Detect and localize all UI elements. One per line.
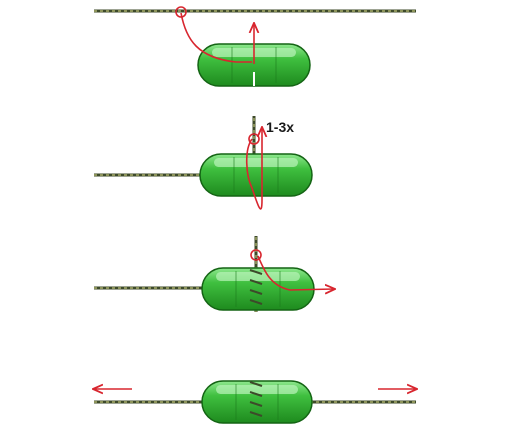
- step-4: [94, 380, 416, 424]
- knot-circle-2: [248, 133, 260, 145]
- bead-3: [201, 267, 315, 311]
- thread-path-2: [245, 128, 262, 210]
- repeat-count-label: 1-3x: [266, 119, 294, 135]
- wrap-coils-3: [249, 269, 263, 305]
- thread-path-3: [257, 255, 334, 290]
- thread-path-1: [180, 12, 252, 63]
- knot-circle-3: [250, 249, 262, 261]
- step-1: [94, 6, 416, 87]
- bead-4: [201, 380, 313, 424]
- step-3: [94, 236, 334, 312]
- bead-2: [199, 153, 313, 197]
- knot-circle-1: [175, 6, 187, 18]
- step-2: 1-3x: [94, 116, 313, 210]
- wrap-coils-4: [249, 381, 263, 417]
